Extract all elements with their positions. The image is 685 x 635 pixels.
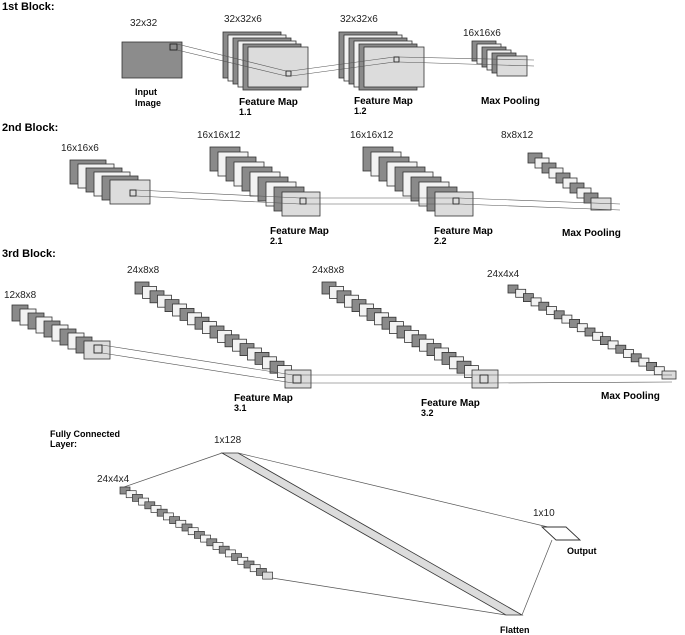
fc-line-b [271,577,507,616]
block-3-input-sheet [83,340,111,360]
block-2-line-b [135,195,301,205]
block-2-fm2-label-2: 2.2 [434,236,447,246]
block-1-fm1-label-2: 1.1 [239,107,252,117]
block-1-input-label-1: Input [135,87,157,97]
block-1-fm1 [222,31,309,91]
block-3-fm1-label-1: Feature Map [234,393,293,404]
block-2-input-kernel [129,189,137,197]
block-1-line-b [176,49,287,77]
block-1-fm2 [338,31,425,91]
block-2-fm1 [209,146,321,217]
block-1-title: 1st Block: [2,1,55,13]
fc-line-d [521,539,553,616]
block-3-pool [507,284,677,380]
fc-line-c [237,452,549,528]
fully-connected-group [119,452,582,616]
block-2-pool-dim: 8x8x12 [501,130,534,141]
output-box [540,526,582,541]
block-2-pool-sheet [590,197,612,211]
block-2-fm1-label-2: 2.1 [270,236,283,246]
block-1-line-c [290,56,395,72]
block-2-fm1-label-1: Feature Map [270,226,329,237]
block-2-fm1-kernel [299,197,307,205]
block-1-fm1-sheet [247,46,309,88]
block-3-title: 3rd Block: [2,248,56,260]
fc-title-1: Fully Connected [50,429,120,439]
block-1-pool [471,40,528,77]
block-3-fm1-kernel [292,374,302,384]
block-1-fm2-label-2: 1.2 [354,106,367,116]
block-3-fm2 [321,281,499,389]
block-1-fm1-dim: 32x32x6 [224,14,262,25]
block-1-fm1-label-1: Feature Map [239,97,298,108]
block-3-input-kernel [93,344,103,354]
fc-output-dim: 1x10 [533,508,555,519]
block-3-fm2-label-1: Feature Map [421,398,480,409]
block-1-input-label-2: Image [135,98,161,108]
block-3-fm1-label-2: 3.1 [234,403,247,413]
block-1-line-a [176,43,287,72]
block-3-line-f [487,381,673,384]
block-2-fm2-label-1: Feature Map [434,226,493,237]
block-1-input-kernel [169,43,178,51]
block-3-pool-dim: 24x4x4 [487,269,520,280]
block-3-pool-label: Max Pooling [601,391,660,402]
block-2-pool [527,152,612,211]
connection-lines [101,43,673,384]
block-3-fm2-kernel [479,374,489,384]
block-1-fm2-label-1: Feature Map [354,96,413,107]
fc-dense-dim: 1x128 [214,435,242,446]
block-1-pool-dim: 16x16x6 [463,28,501,39]
fc-line-a [123,452,223,488]
block-1-line-d [290,61,395,77]
block-3-fm1-dim: 24x8x8 [127,265,160,276]
block-3-fm2-dim: 24x8x8 [312,265,345,276]
output-label: Output [567,546,597,556]
block-3-fm2-sheet [471,369,499,389]
block-1-fm2-dim: 32x32x6 [340,14,378,25]
block-3-fm1-sheet [284,369,312,389]
block-3-line-a [101,344,294,376]
block-2-input [69,159,151,205]
block-2-fm1-dim: 16x16x12 [197,130,241,141]
block-2-title: 2nd Block: [2,122,58,134]
block-3-input-dim: 12x8x8 [4,290,37,301]
block-3-fm1 [134,281,312,389]
flatten-bar [220,452,524,616]
block-2-fm2-dim: 16x16x12 [350,130,394,141]
block-3-line-b [101,352,294,384]
block-2-fm2-kernel [452,197,460,205]
block-2-fm2 [362,146,474,217]
block-1-fm2-sheet [363,46,425,88]
fc-input-sheet [262,571,273,580]
block-1-pool-label: Max Pooling [481,96,540,107]
block-1-input-image [121,41,183,79]
block-1-input-dim: 32x32 [130,18,158,29]
block-1-line-e [398,56,535,61]
fc-title-2: Layer: [50,439,77,449]
block-2-line-e [458,197,621,205]
block-2-pool-label: Max Pooling [562,228,621,239]
block-1-fm2-kernel [393,56,400,63]
block-2-line-a [135,189,301,199]
block-1-fm1-kernel [285,70,292,77]
block-1-line-f [398,61,535,67]
block-3-fm2-label-2: 3.2 [421,408,434,418]
fc-input-dim: 24x4x4 [97,474,130,485]
block-3-input [11,304,111,360]
block-2-line-f [458,203,621,211]
flatten-label: Flatten [500,625,530,635]
layer-stacks [11,31,677,389]
block-2-input-dim: 16x16x6 [61,143,99,154]
